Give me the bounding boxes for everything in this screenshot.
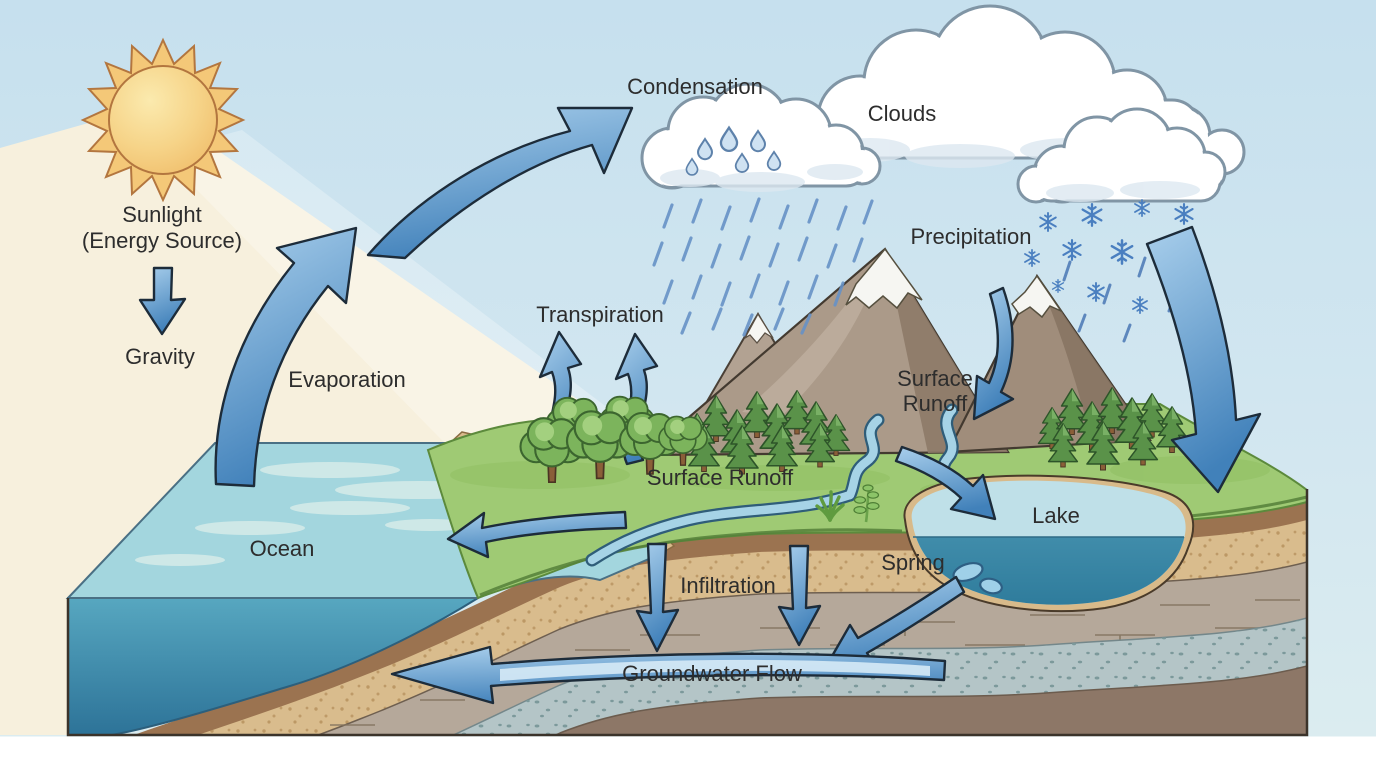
groundwater-flow-arrow [390,645,947,705]
labels: Sunlight (Energy Source) Gravity Evapora… [82,74,1080,686]
bottom-margin [0,736,1376,768]
gravity-arrow [138,266,187,336]
label-sunlight-line2: (Energy Source) [82,228,242,253]
runoff-into-lake-arrow [894,445,997,521]
label-sunlight-line1: Sunlight [122,202,202,227]
label-evaporation: Evaporation [288,367,405,392]
sun [80,37,246,203]
label-ocean: Ocean [250,536,315,561]
precipitation-arrow [1145,225,1262,494]
label-surface-runoff-mountain-line1: Surface [897,366,973,391]
evaporation-arrow-upper [366,106,634,260]
condensation-cloud [640,82,882,192]
infiltration-arrow-right [777,544,822,647]
rain-streaks [652,197,874,337]
label-groundwater-flow: Groundwater Flow [622,661,802,686]
label-precipitation: Precipitation [910,224,1031,249]
block-outline [66,489,1309,737]
label-surface-runoff-plain: Surface Runoff [647,465,794,490]
label-spring: Spring [881,550,945,575]
label-condensation: Condensation [627,74,763,99]
label-clouds: Clouds [868,101,936,126]
snow-cloud [1016,107,1227,204]
evaporation-arrow-lower [214,226,358,488]
mountain-right [946,273,1153,454]
land-edge-dark [479,495,1308,597]
spring-outflow [952,561,1003,595]
label-transpiration: Transpiration [536,302,664,327]
label-infiltration: Infiltration [680,573,775,598]
label-lake: Lake [1032,503,1080,528]
mountain-runoff-arrow [972,286,1015,421]
label-surface-runoff-mountain-line2: Runoff [903,391,968,416]
river-to-ocean-arrow [446,510,628,559]
ocean-front-face [67,597,482,736]
label-gravity: Gravity [125,344,195,369]
infiltration-arrow-left [635,542,680,653]
flow-arrows [138,106,1262,705]
sun-disc [108,65,218,175]
